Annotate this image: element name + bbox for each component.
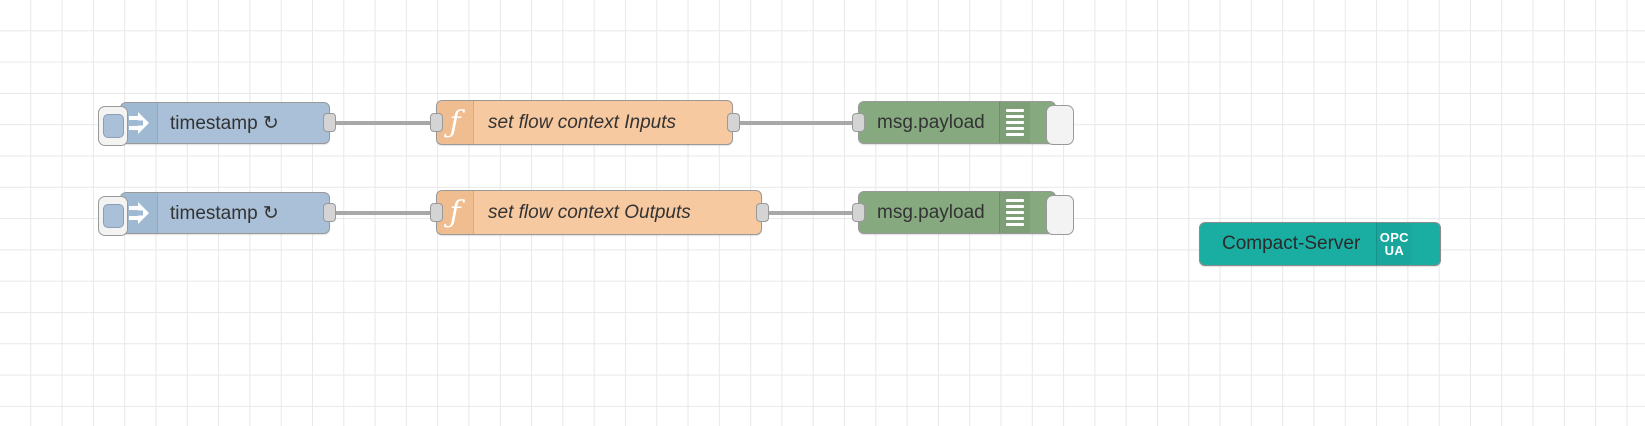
debug-bar [1005, 109, 1024, 112]
function-f-icon-2: ƒ [437, 191, 474, 234]
function-f-icon-1: ƒ [437, 101, 474, 144]
inject-node-label-2: timestamp ↻ [170, 202, 279, 224]
debug-lines-icon-1 [998, 102, 1030, 143]
opcua-badge-icon: OPC UA [1376, 223, 1412, 265]
function-output-port-2[interactable] [756, 203, 769, 222]
debug-input-port-2[interactable] [852, 203, 865, 222]
debug-bar [1005, 127, 1024, 130]
debug-bar [1005, 211, 1024, 214]
opcua-badge-line1: OPC [1379, 229, 1409, 245]
opcua-badge-line2: UA [1384, 243, 1405, 258]
wire-inject-to-function-1[interactable] [330, 121, 436, 125]
debug-bar [1005, 133, 1024, 136]
debug-node-label-1: msg.payload [877, 111, 985, 133]
inject-output-port-1[interactable] [323, 113, 336, 132]
debug-node-label-2: msg.payload [877, 201, 985, 223]
function-input-port-2[interactable] [430, 203, 443, 222]
opcua-server-label: Compact-Server [1222, 233, 1361, 254]
inject-trigger-button-2[interactable] [98, 196, 128, 236]
debug-node-1[interactable]: msg.payload [858, 101, 1074, 145]
debug-bar [1005, 205, 1024, 208]
debug-node-2[interactable]: msg.payload [858, 191, 1074, 235]
function-node-label-1: set flow context Inputs [488, 111, 676, 133]
function-node-1[interactable]: ƒ set flow context Inputs [436, 100, 733, 145]
debug-enable-toggle-1[interactable] [1046, 105, 1074, 145]
debug-bar [1005, 217, 1024, 220]
debug-lines-icon-2 [998, 192, 1030, 233]
function-input-port-1[interactable] [430, 113, 443, 132]
opcua-server-node[interactable]: Compact-Server OPC UA [1199, 222, 1441, 266]
inject-node-2[interactable]: timestamp ↻ [98, 192, 330, 236]
function-node-label-2: set flow context Outputs [488, 201, 691, 223]
inject-trigger-button-icon-1 [103, 114, 124, 138]
debug-bar [1005, 121, 1024, 124]
function-output-port-1[interactable] [727, 113, 740, 132]
inject-trigger-button-1[interactable] [98, 106, 128, 146]
debug-bar [1005, 115, 1024, 118]
inject-node-label-1: timestamp ↻ [170, 112, 279, 134]
debug-enable-toggle-2[interactable] [1046, 195, 1074, 235]
function-node-2[interactable]: ƒ set flow context Outputs [436, 190, 762, 235]
wire-inject-to-function-2[interactable] [330, 211, 436, 215]
debug-bar [1005, 223, 1024, 226]
function-f-glyph-1: ƒ [449, 104, 461, 140]
debug-input-port-1[interactable] [852, 113, 865, 132]
wire-function-to-debug-1[interactable] [733, 121, 858, 125]
inject-node-1[interactable]: timestamp ↻ [98, 102, 330, 146]
wire-function-to-debug-2[interactable] [762, 211, 858, 215]
inject-output-port-2[interactable] [323, 203, 336, 222]
function-f-glyph-2: ƒ [449, 194, 461, 230]
debug-bar [1005, 199, 1024, 202]
inject-trigger-button-icon-2 [103, 204, 124, 228]
